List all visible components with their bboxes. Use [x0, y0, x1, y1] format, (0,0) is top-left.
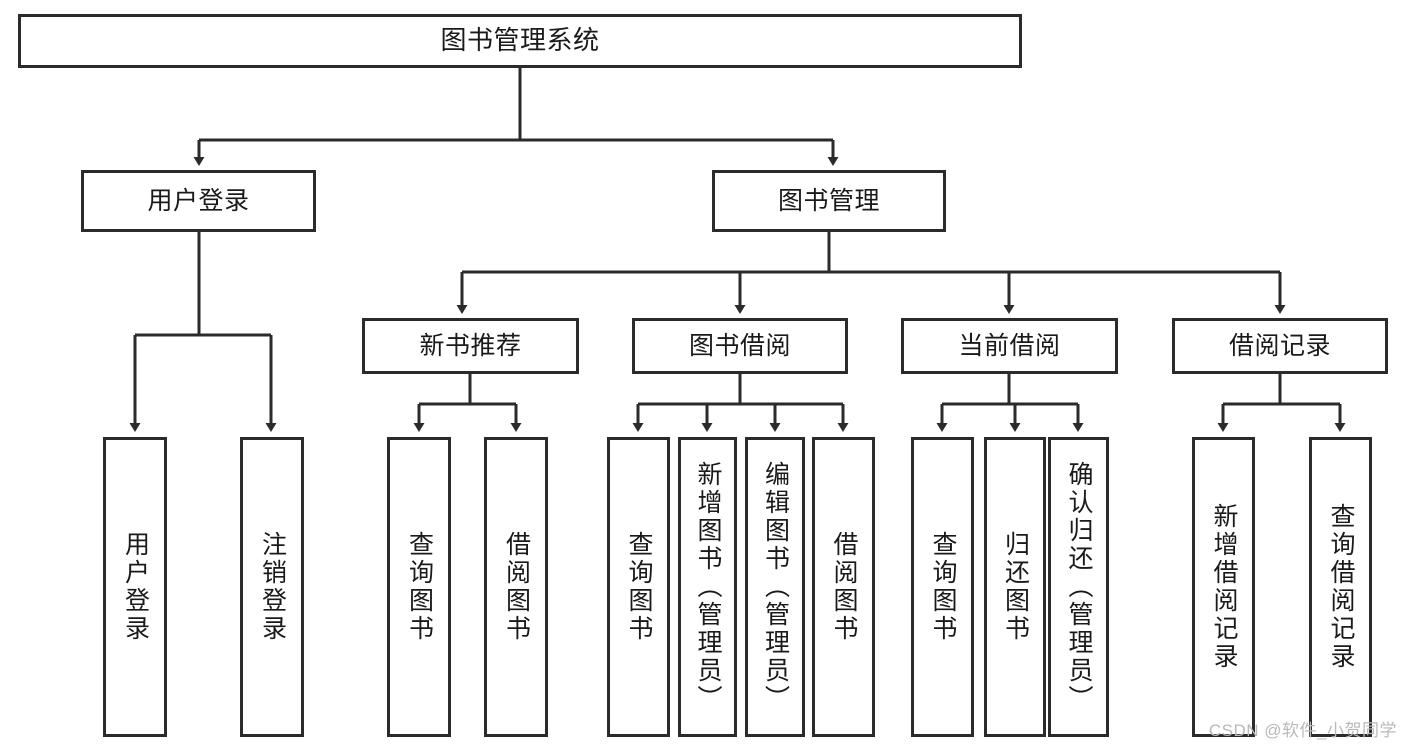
leaf-confirm-return-admin[interactable]: 确认归还（管理员）: [1048, 437, 1109, 737]
node-label: 用户登录: [147, 187, 250, 215]
node-label: 新书推荐: [419, 332, 522, 360]
leaf-return-book[interactable]: 归还图书: [984, 437, 1046, 737]
node-new-book-recommend[interactable]: 新书推荐: [362, 318, 579, 374]
node-label: 注销登录: [258, 531, 287, 643]
node-current-borrow[interactable]: 当前借阅: [901, 318, 1118, 374]
node-label: 归还图书: [1001, 531, 1030, 643]
node-label: 借阅图书: [502, 531, 531, 643]
node-book-management[interactable]: 图书管理: [712, 170, 946, 232]
node-label: 图书借阅: [688, 332, 791, 360]
node-label: 查询图书: [929, 531, 957, 643]
node-label: 新增图书（管理员）: [694, 461, 722, 713]
node-label: 查询图书: [625, 531, 653, 643]
node-user-login[interactable]: 用户登录: [81, 170, 316, 232]
leaf-query-book-2[interactable]: 查询图书: [607, 437, 670, 737]
csdn-watermark: CSDN @软件_小贺同学: [1208, 721, 1397, 740]
leaf-query-borrow-record[interactable]: 查询借阅记录: [1309, 437, 1372, 737]
leaf-query-book-3[interactable]: 查询图书: [911, 437, 974, 737]
node-label: 查询图书: [405, 531, 434, 643]
node-borrow-records[interactable]: 借阅记录: [1172, 318, 1388, 374]
leaf-add-borrow-record[interactable]: 新增借阅记录: [1192, 437, 1255, 737]
node-label: 当前借阅: [958, 332, 1061, 360]
leaf-logout-login[interactable]: 注销登录: [240, 437, 304, 737]
leaf-user-login[interactable]: 用户登录: [103, 437, 167, 737]
node-label: 用户登录: [121, 531, 150, 643]
leaf-borrow-book-1[interactable]: 借阅图书: [484, 437, 548, 737]
leaf-add-book-admin[interactable]: 新增图书（管理员）: [678, 437, 737, 737]
node-root-system[interactable]: 图书管理系统: [18, 14, 1022, 68]
node-label: 编辑图书（管理员）: [761, 461, 790, 713]
node-book-borrow[interactable]: 图书借阅: [632, 318, 848, 374]
node-label: 查询借阅记录: [1327, 503, 1355, 671]
node-label: 借阅记录: [1228, 332, 1331, 360]
node-label: 新增借阅记录: [1210, 503, 1238, 671]
leaf-borrow-book-2[interactable]: 借阅图书: [812, 437, 875, 737]
leaf-query-book-1[interactable]: 查询图书: [387, 437, 451, 737]
node-label: 确认归还（管理员）: [1065, 461, 1093, 713]
node-label: 借阅图书: [830, 531, 858, 643]
node-label: 图书管理系统: [440, 25, 600, 56]
leaf-edit-book-admin[interactable]: 编辑图书（管理员）: [745, 437, 805, 737]
node-label: 图书管理: [777, 187, 880, 215]
